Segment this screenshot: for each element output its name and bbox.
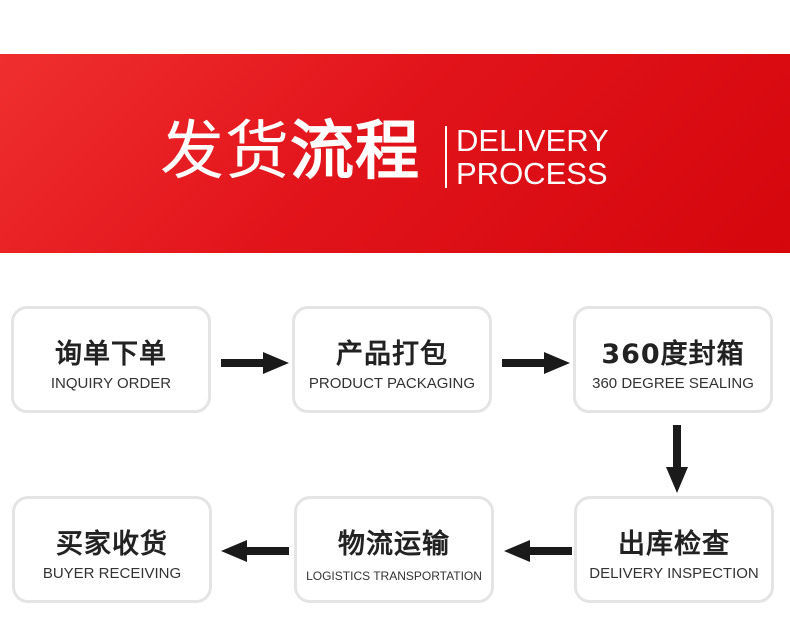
arrow-right-icon — [221, 352, 289, 374]
step-title-en: BUYER RECEIVING — [42, 565, 182, 582]
step-title-en: 360 DEGREE SEALING — [592, 375, 754, 392]
step-title-cn: 询单下单 — [55, 339, 167, 370]
title-chinese-light: 发货 — [160, 115, 290, 189]
header-banner — [0, 54, 790, 253]
step-box-inquiry-order: 询单下单 INQUIRY ORDER — [11, 306, 211, 413]
step-title-cn: 产品打包 — [336, 339, 448, 370]
title-english-line2: PROCESS — [456, 156, 608, 191]
title-chinese-bold: 流程 — [290, 115, 420, 189]
arrow-left-icon — [504, 540, 572, 562]
step-title-cn: 360度封箱 — [601, 339, 745, 370]
step-title-cn: 出库检查 — [618, 529, 730, 560]
arrow-down-icon — [666, 425, 688, 493]
arrow-right-icon — [502, 352, 570, 374]
step-title-en: PRODUCT PACKAGING — [308, 375, 476, 392]
step-title-en: DELIVERY INSPECTION — [589, 565, 759, 582]
step-box-delivery-inspection: 出库检查 DELIVERY INSPECTION — [574, 496, 774, 603]
step-title-en: LOGISTICS TRANSPORTATION — [306, 569, 482, 583]
step-box-360-sealing: 360度封箱 360 DEGREE SEALING — [573, 306, 773, 413]
step-title-cn: 物流运输 — [338, 529, 450, 560]
title-english: DELIVERY PROCESS — [456, 124, 609, 190]
title-chinese: 发货流程 — [160, 112, 420, 192]
title-divider — [445, 126, 447, 188]
title-english-line1: DELIVERY — [456, 123, 609, 158]
step-title-cn: 买家收货 — [56, 529, 168, 560]
step-title-en: INQUIRY ORDER — [50, 375, 172, 392]
arrow-left-icon — [221, 540, 289, 562]
step-box-buyer-receiving: 买家收货 BUYER RECEIVING — [12, 496, 212, 603]
step-box-logistics: 物流运输 LOGISTICS TRANSPORTATION — [294, 496, 494, 603]
step-box-product-packaging: 产品打包 PRODUCT PACKAGING — [292, 306, 492, 413]
